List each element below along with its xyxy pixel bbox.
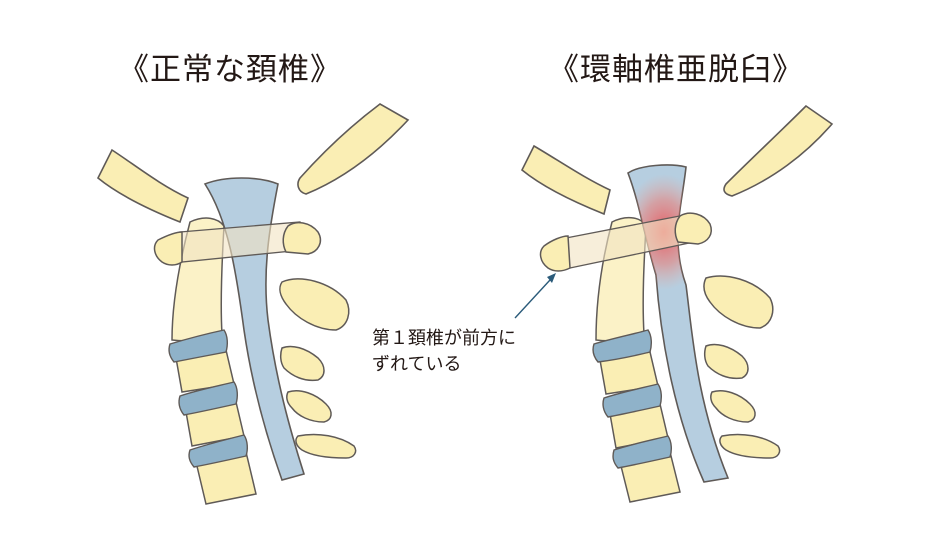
annotation-label: 第１頚椎が前方に ずれている: [372, 326, 516, 378]
normal-intervertebral-disc-1: [168, 329, 229, 363]
subluxation-atlas-posterior-arch: [674, 212, 712, 245]
annotation-line-1: 第１頚椎が前方に: [372, 328, 516, 349]
normal-intervertebral-disc-2: [178, 381, 239, 416]
normal-spinal-cord: [203, 177, 306, 481]
normal-atlas-posterior-arch: [282, 221, 322, 255]
normal-mandible: [297, 103, 410, 195]
normal-occipital-bone: [96, 148, 189, 224]
normal-spine-group: [96, 103, 410, 505]
subluxation-intervertebral-disc-2: [602, 383, 663, 418]
arrow-head-icon: [547, 273, 556, 283]
subluxation-spinous-process-c4: [710, 390, 756, 423]
annotation-arrow: [514, 273, 556, 319]
subluxation-spinous-process-c5: [719, 433, 781, 459]
title-normal-cervical-spine: 《正常な頚椎》: [118, 52, 342, 88]
normal-atlas-anterior-tubercle: [153, 231, 183, 266]
annotation-line-2: ずれている: [372, 354, 462, 375]
subluxation-spinous-process-c3: [703, 343, 749, 380]
subluxation-spinous-process-c2: [703, 275, 774, 329]
subluxation-occipital-bone: [520, 144, 611, 216]
normal-spinous-process-c5: [295, 433, 357, 459]
subluxation-spine-group: [520, 104, 834, 503]
title-atlantoaxial-subluxation: 《環軸椎亜脱臼》: [548, 52, 804, 88]
normal-intervertebral-disc-3: [188, 434, 249, 468]
subluxation-intervertebral-disc-1: [592, 329, 653, 363]
subluxation-mandible: [723, 104, 834, 197]
normal-spinous-process-c4: [286, 390, 332, 423]
subluxation-intervertebral-disc-3: [612, 435, 673, 469]
normal-spinous-process-c2: [279, 278, 350, 331]
subluxation-atlas-anterior-tubercle: [539, 235, 571, 272]
normal-spinous-process-c3: [279, 345, 325, 382]
